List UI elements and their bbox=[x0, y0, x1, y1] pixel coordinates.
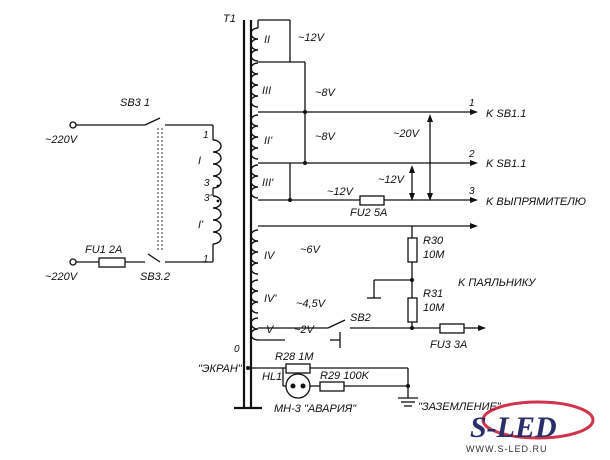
fuse-fu2-label: FU2 5A bbox=[350, 207, 387, 219]
voltage-6v: ~6V bbox=[300, 244, 322, 256]
resistor-r30-value: 10M bbox=[423, 249, 445, 261]
brand-name: S-LED bbox=[470, 411, 557, 444]
voltage-12v-a: ~12V bbox=[298, 32, 326, 44]
output-3-num: 3 bbox=[469, 186, 475, 197]
resistor-r30 bbox=[407, 237, 418, 263]
primary-winding-label-bottom: I' bbox=[198, 219, 204, 231]
fuse-fu3-label: FU3 3A bbox=[430, 339, 467, 351]
winding-ivp bbox=[250, 279, 259, 314]
fuse-fu2 bbox=[359, 195, 385, 206]
primary-pin-top: 1 bbox=[203, 130, 209, 141]
winding-ii-label: II bbox=[264, 34, 270, 46]
output-2-label: K SB1.1 bbox=[486, 158, 526, 170]
voltage-2v: ~2V bbox=[294, 324, 316, 336]
lamp-hl1-label: HL1 bbox=[262, 371, 282, 383]
input-voltage-bottom: ~220V bbox=[45, 271, 79, 283]
fuse-fu1 bbox=[98, 257, 126, 268]
transformer-label: T1 bbox=[223, 13, 236, 25]
brand-logo: S-LED WWW.S-LED.RU bbox=[466, 400, 595, 454]
ground-label: "ЗАЗЕМЛЕНИЕ" bbox=[418, 401, 502, 413]
voltage-8v-a: ~8V bbox=[315, 87, 337, 99]
secondary-lower bbox=[250, 223, 486, 348]
screen-label: "ЭКРАН" bbox=[198, 363, 243, 375]
switch-sb3-2-label: SB3.2 bbox=[140, 271, 170, 283]
voltage-8v-b: ~8V bbox=[315, 131, 337, 143]
winding-ii bbox=[250, 27, 259, 62]
primary-winding-bottom bbox=[212, 195, 222, 245]
winding-iv-label: IV bbox=[264, 250, 276, 262]
primary-circuit bbox=[69, 117, 222, 268]
winding-iip-label: II' bbox=[264, 135, 273, 147]
voltage-20v: ~20V bbox=[393, 128, 421, 140]
solder-label: K ПАЯЛЬНИКУ bbox=[458, 277, 536, 289]
voltage-12v-c: ~12V bbox=[327, 186, 355, 198]
switch-sb2-label: SB2 bbox=[350, 312, 371, 324]
resistor-r29 bbox=[319, 381, 345, 392]
voltage-45v: ~4,5V bbox=[296, 298, 327, 310]
voltage-12v-b: ~12V bbox=[378, 174, 406, 186]
lamp-hl1 bbox=[285, 373, 311, 399]
output-2-num: 2 bbox=[468, 149, 475, 160]
zero-label: 0 bbox=[234, 344, 240, 355]
switch-sb3-1-label: SB3 1 bbox=[120, 97, 150, 109]
primary-winding-label-top: I bbox=[198, 155, 201, 167]
output-1-num: 1 bbox=[469, 98, 475, 109]
resistor-r31-value: 10M bbox=[423, 302, 445, 314]
winding-iii-label: III bbox=[262, 85, 271, 97]
resistor-r29-label: R29 100K bbox=[320, 370, 370, 382]
secondary-upper bbox=[250, 19, 478, 206]
primary-pin-3p: 3' bbox=[204, 193, 213, 204]
winding-iip bbox=[250, 114, 259, 160]
primary-pin-bottom: 1 bbox=[203, 254, 209, 265]
resistor-r28-label: R28 1M bbox=[275, 351, 314, 363]
fuse-fu1-label: FU1 2A bbox=[85, 244, 122, 256]
winding-v bbox=[250, 317, 259, 341]
indicator-circuit bbox=[234, 363, 418, 410]
transformer-core bbox=[242, 20, 253, 408]
resistor-r31 bbox=[407, 297, 418, 323]
input-voltage-top: ~220V bbox=[45, 134, 79, 146]
winding-iiip-label: III' bbox=[262, 177, 274, 189]
resistor-r28 bbox=[285, 363, 311, 374]
fuse-fu3 bbox=[439, 323, 465, 334]
resistor-r30-label: R30 bbox=[423, 235, 444, 247]
winding-iiip bbox=[250, 164, 259, 199]
brand-url: WWW.S-LED.RU bbox=[466, 444, 548, 454]
output-1-label: K SB1.1 bbox=[486, 108, 526, 120]
output-3-label: K ВЫПРЯМИТЕЛЮ bbox=[486, 196, 586, 208]
winding-iv bbox=[250, 229, 259, 275]
input-terminal-top bbox=[69, 121, 77, 129]
resistor-r31-label: R31 bbox=[423, 288, 443, 300]
primary-winding-top bbox=[212, 139, 222, 189]
lamp-name-label: МН-3 "АВАРИЯ" bbox=[274, 403, 357, 415]
winding-ivp-label: IV' bbox=[264, 293, 277, 305]
winding-v-label: V bbox=[266, 324, 275, 336]
input-terminal-bottom bbox=[69, 258, 77, 266]
winding-iii bbox=[250, 62, 259, 108]
primary-pin-3: 3 bbox=[204, 178, 210, 189]
